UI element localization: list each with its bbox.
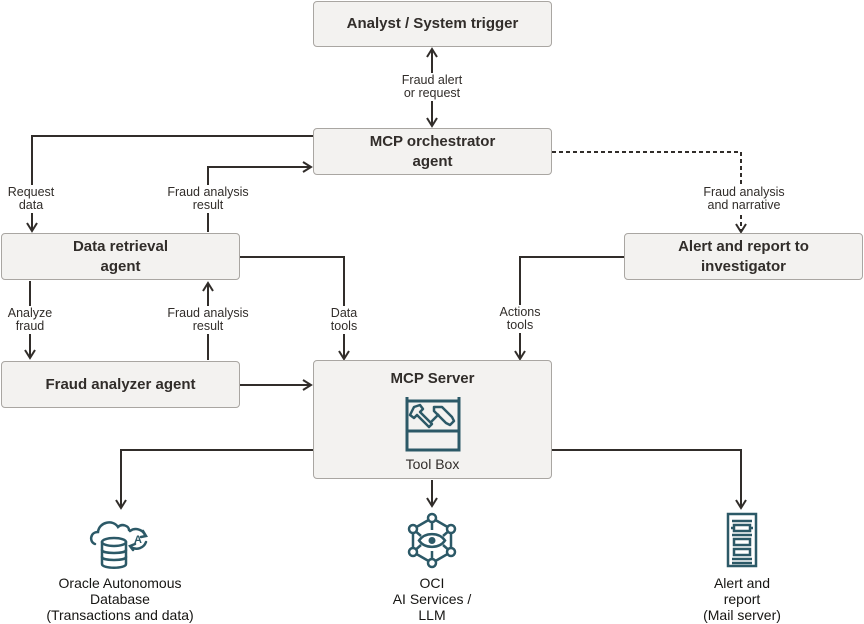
node-mcp-server[interactable]: MCP Server Tool Box bbox=[313, 360, 552, 479]
resource-label-database: Oracle Autonomous Database (Transactions… bbox=[46, 575, 194, 623]
node-orchestrator[interactable]: MCP orchestrator agent bbox=[313, 128, 552, 175]
mcp-server-title: MCP Server bbox=[390, 370, 475, 387]
edge-narrative-dashed bbox=[552, 151, 747, 234]
label-fraud-result-top: Fraud analysis result bbox=[167, 185, 249, 213]
label-data-tools: Data tools bbox=[330, 306, 358, 334]
node-fraud-analyzer[interactable]: Fraud analyzer agent bbox=[1, 361, 240, 408]
mcp-server-subtitle: Tool Box bbox=[405, 456, 460, 472]
resource-label-mail-server: Alert and report (Mail server) bbox=[703, 575, 781, 623]
label-fraud-result-mid: Fraud analysis result bbox=[167, 306, 249, 334]
node-data-retrieval[interactable]: Data retrieval agent bbox=[1, 233, 240, 280]
node-orchestrator-label: MCP orchestrator agent bbox=[369, 132, 496, 170]
label-actions-tools: Actions tools bbox=[499, 305, 541, 333]
node-trigger[interactable]: Analyst / System trigger bbox=[313, 1, 552, 47]
label-request-data: Request data bbox=[7, 185, 55, 213]
resource-label-ai-services: OCI AI Services / LLM bbox=[392, 575, 472, 623]
mail-server-icon bbox=[726, 512, 758, 568]
node-alert-report[interactable]: Alert and report to investigator bbox=[624, 233, 863, 280]
label-analyze-fraud: Analyze fraud bbox=[7, 306, 53, 334]
label-fraud-narrative: Fraud analysis and narrative bbox=[703, 185, 785, 213]
node-alert-report-label: Alert and report to investigator bbox=[678, 237, 809, 275]
svg-text:A: A bbox=[134, 534, 142, 546]
node-trigger-label: Analyst / System trigger bbox=[346, 15, 519, 32]
node-fraud-analyzer-label: Fraud analyzer agent bbox=[45, 375, 196, 393]
ai-services-icon bbox=[407, 512, 457, 569]
autonomous-database-icon: A bbox=[89, 521, 148, 569]
edge-server-to-database bbox=[115, 449, 313, 510]
toolbox-icon bbox=[405, 397, 461, 452]
node-data-retrieval-label: Data retrieval agent bbox=[72, 237, 169, 275]
edge-request-data bbox=[26, 135, 313, 233]
edge-server-to-mail bbox=[551, 449, 747, 510]
label-fraud-alert: Fraud alert or request bbox=[401, 73, 463, 101]
edge-data-tools bbox=[240, 256, 350, 361]
